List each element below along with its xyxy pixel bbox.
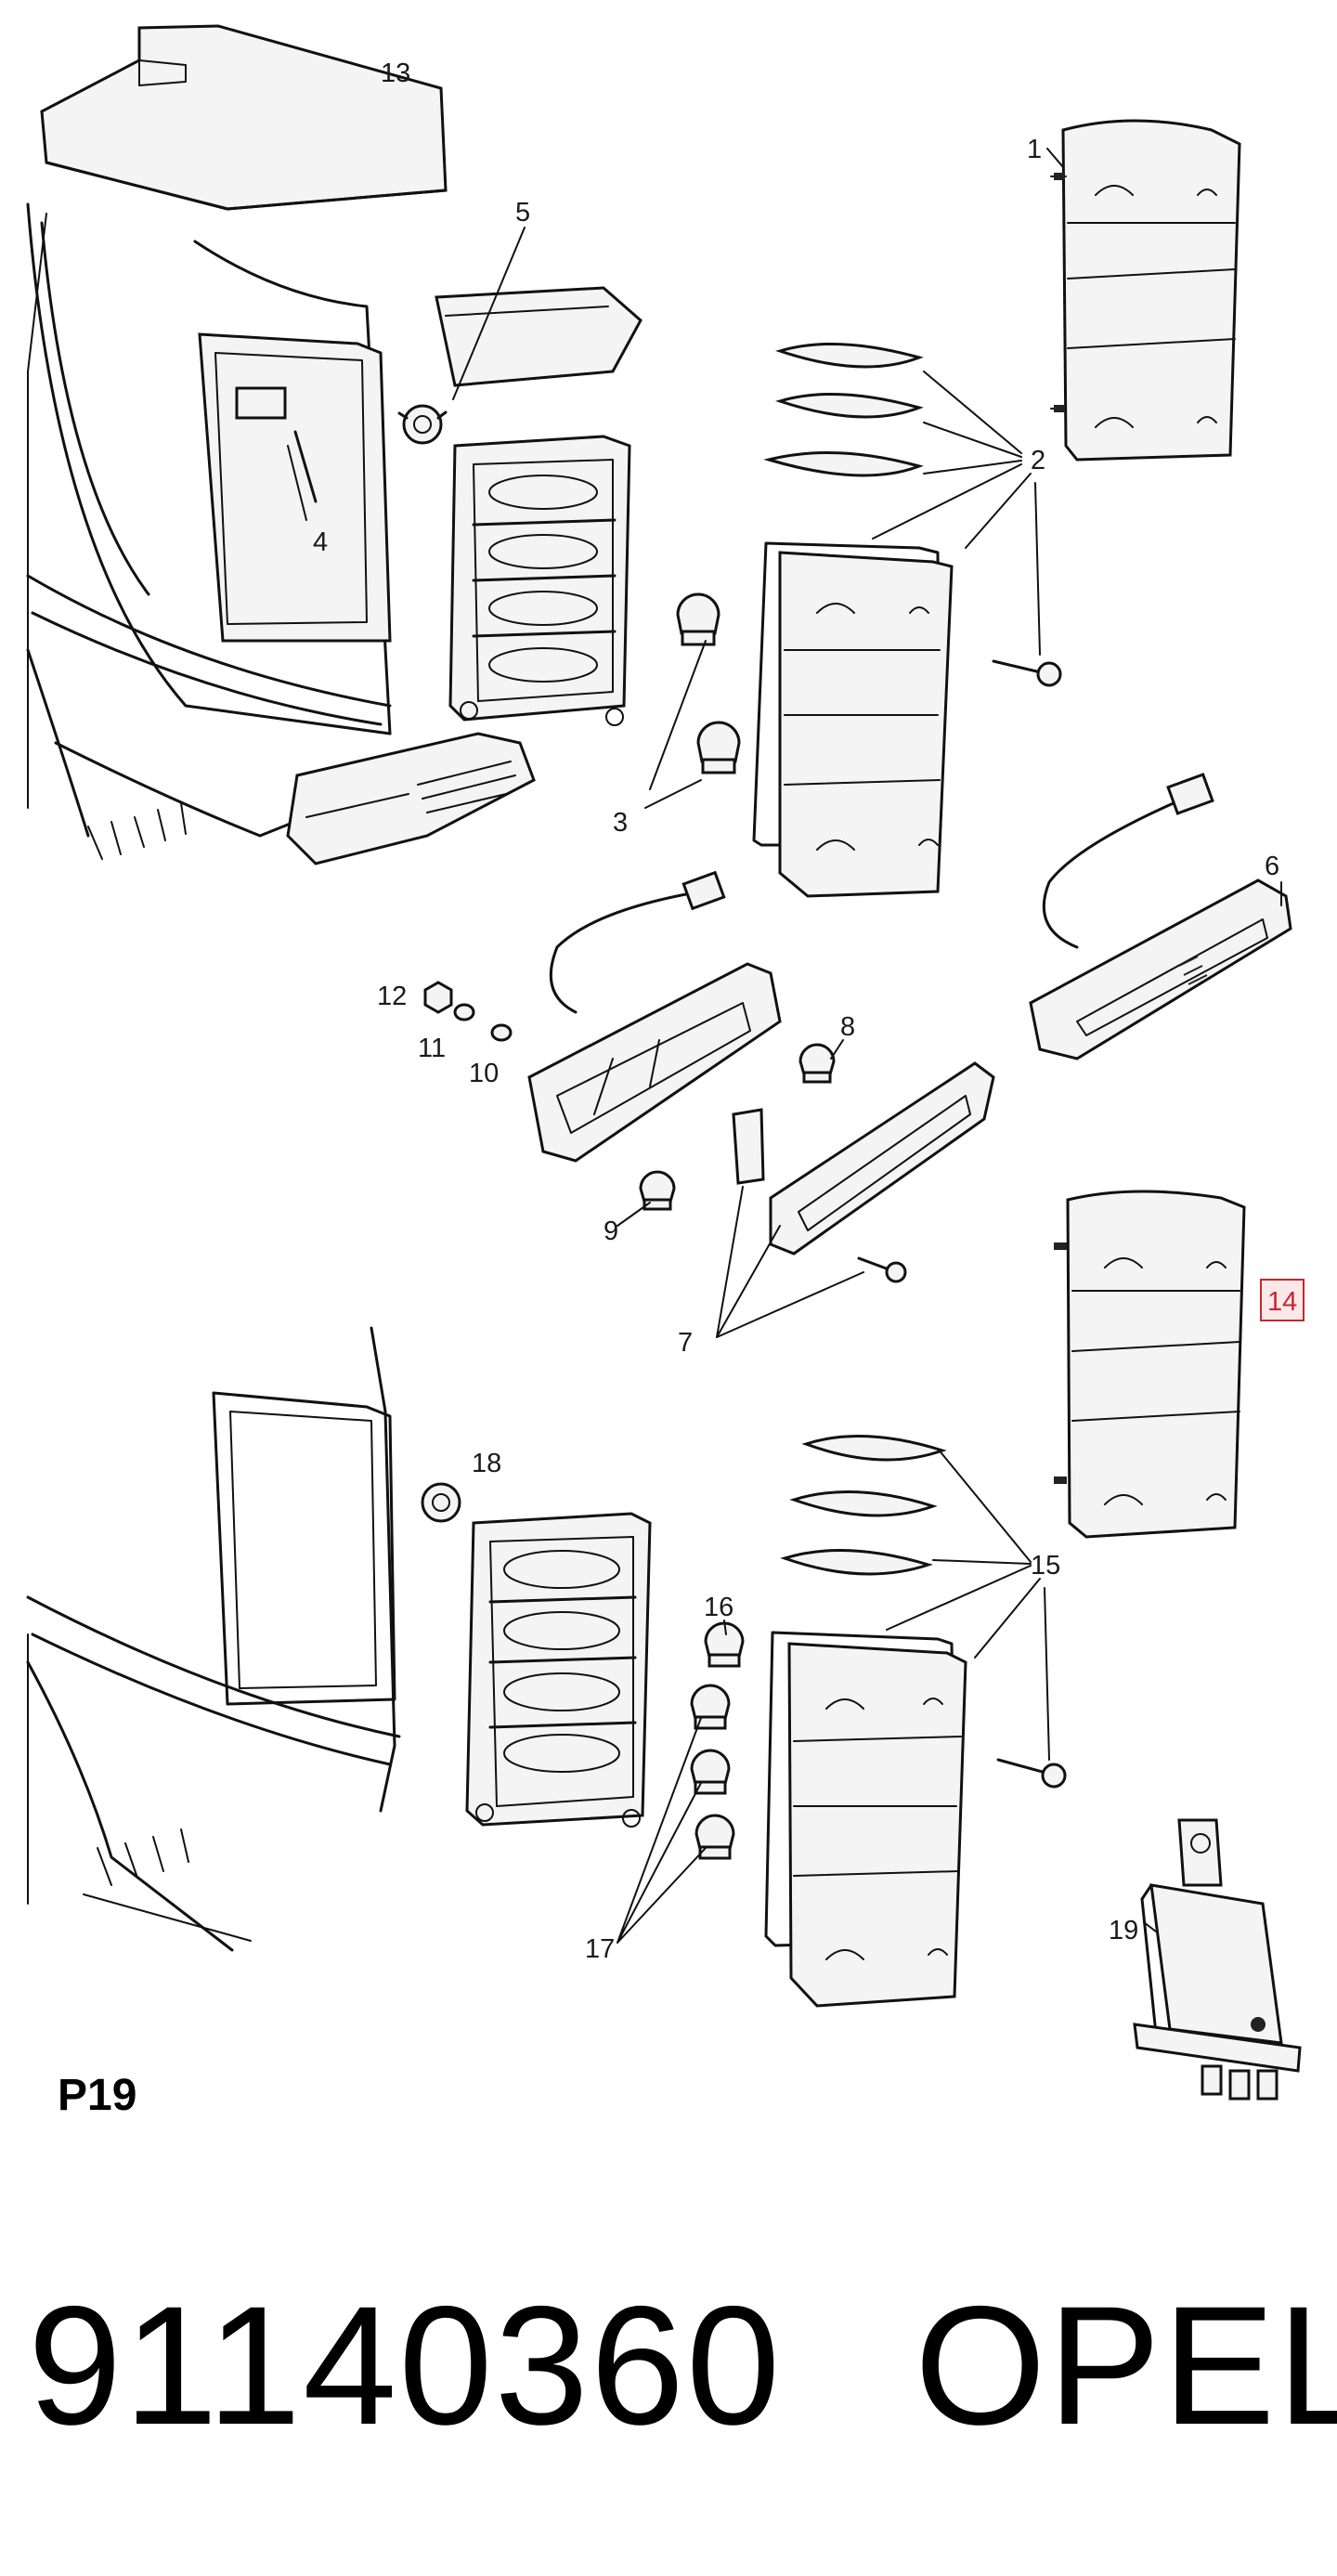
part-11-washer[interactable]	[453, 1003, 475, 1021]
callout-labels: 1 2 3 4 5 6 7 8 9 10 11 12 13 14 15 16 1…	[313, 59, 1305, 1964]
callout-4: 4	[313, 527, 328, 557]
part-1-rear-lamp-assembly[interactable]	[1050, 119, 1241, 462]
bulb-carrier-top[interactable]	[448, 435, 631, 726]
part-14-rear-lamp-assembly[interactable]	[1054, 1190, 1246, 1539]
part-15-lens-set[interactable]	[764, 1435, 1067, 2008]
callout-6: 6	[1265, 852, 1279, 881]
callout-9: 9	[604, 1216, 618, 1246]
part-16-bulb[interactable]	[704, 1621, 745, 1668]
callout-8: 8	[840, 1012, 855, 1042]
part-13-step-pad[interactable]	[40, 24, 448, 211]
callout-15: 15	[1031, 1551, 1060, 1581]
part-8-bulb[interactable]	[798, 1043, 836, 1084]
callout-19: 19	[1109, 1916, 1138, 1945]
leader-lines	[287, 148, 1282, 1944]
part-7-lens-gasket-screw[interactable]	[732, 1061, 995, 1283]
part-10-washer[interactable]	[490, 1023, 513, 1042]
callout-3: 3	[613, 808, 628, 838]
callout-16: 16	[704, 1593, 733, 1622]
callout-11: 11	[418, 1034, 446, 1063]
side-lamp-housing[interactable]	[527, 870, 782, 1163]
part-9-bulb[interactable]	[639, 1170, 676, 1211]
part-19-relay[interactable]	[1133, 1818, 1302, 2101]
part-18-clip[interactable]	[421, 1482, 461, 1523]
callout-5: 5	[515, 198, 530, 228]
part-6-side-marker-lamp[interactable]	[1029, 773, 1292, 1060]
callout-13: 13	[381, 59, 410, 88]
callout-12: 12	[377, 982, 407, 1011]
part-2-lens-set[interactable]	[752, 343, 1062, 898]
part-12-nut[interactable]	[423, 981, 453, 1014]
page-label: P19	[58, 2071, 136, 2120]
part-number: 91140360	[28, 2270, 782, 2460]
part-5-clip[interactable]	[397, 404, 448, 445]
callout-2: 2	[1031, 446, 1045, 475]
bumper-corner-top	[286, 286, 643, 865]
callout-7: 7	[678, 1328, 693, 1358]
callout-14: 14	[1267, 1287, 1297, 1317]
bulb-carrier-bottom[interactable]	[465, 1512, 652, 1828]
callout-14-highlight-box	[1260, 1279, 1305, 1321]
part-17-bulbs[interactable]	[690, 1684, 735, 1860]
callout-18: 18	[472, 1449, 501, 1478]
callout-1: 1	[1027, 135, 1042, 164]
callout-17: 17	[585, 1934, 615, 1964]
brand-name: OPEL	[915, 2270, 1337, 2460]
vehicle-rear-body-bottom	[26, 1326, 401, 1952]
vehicle-rear-body-top	[26, 202, 392, 860]
callout-10: 10	[469, 1059, 499, 1088]
part-3-bulbs[interactable]	[676, 592, 741, 774]
